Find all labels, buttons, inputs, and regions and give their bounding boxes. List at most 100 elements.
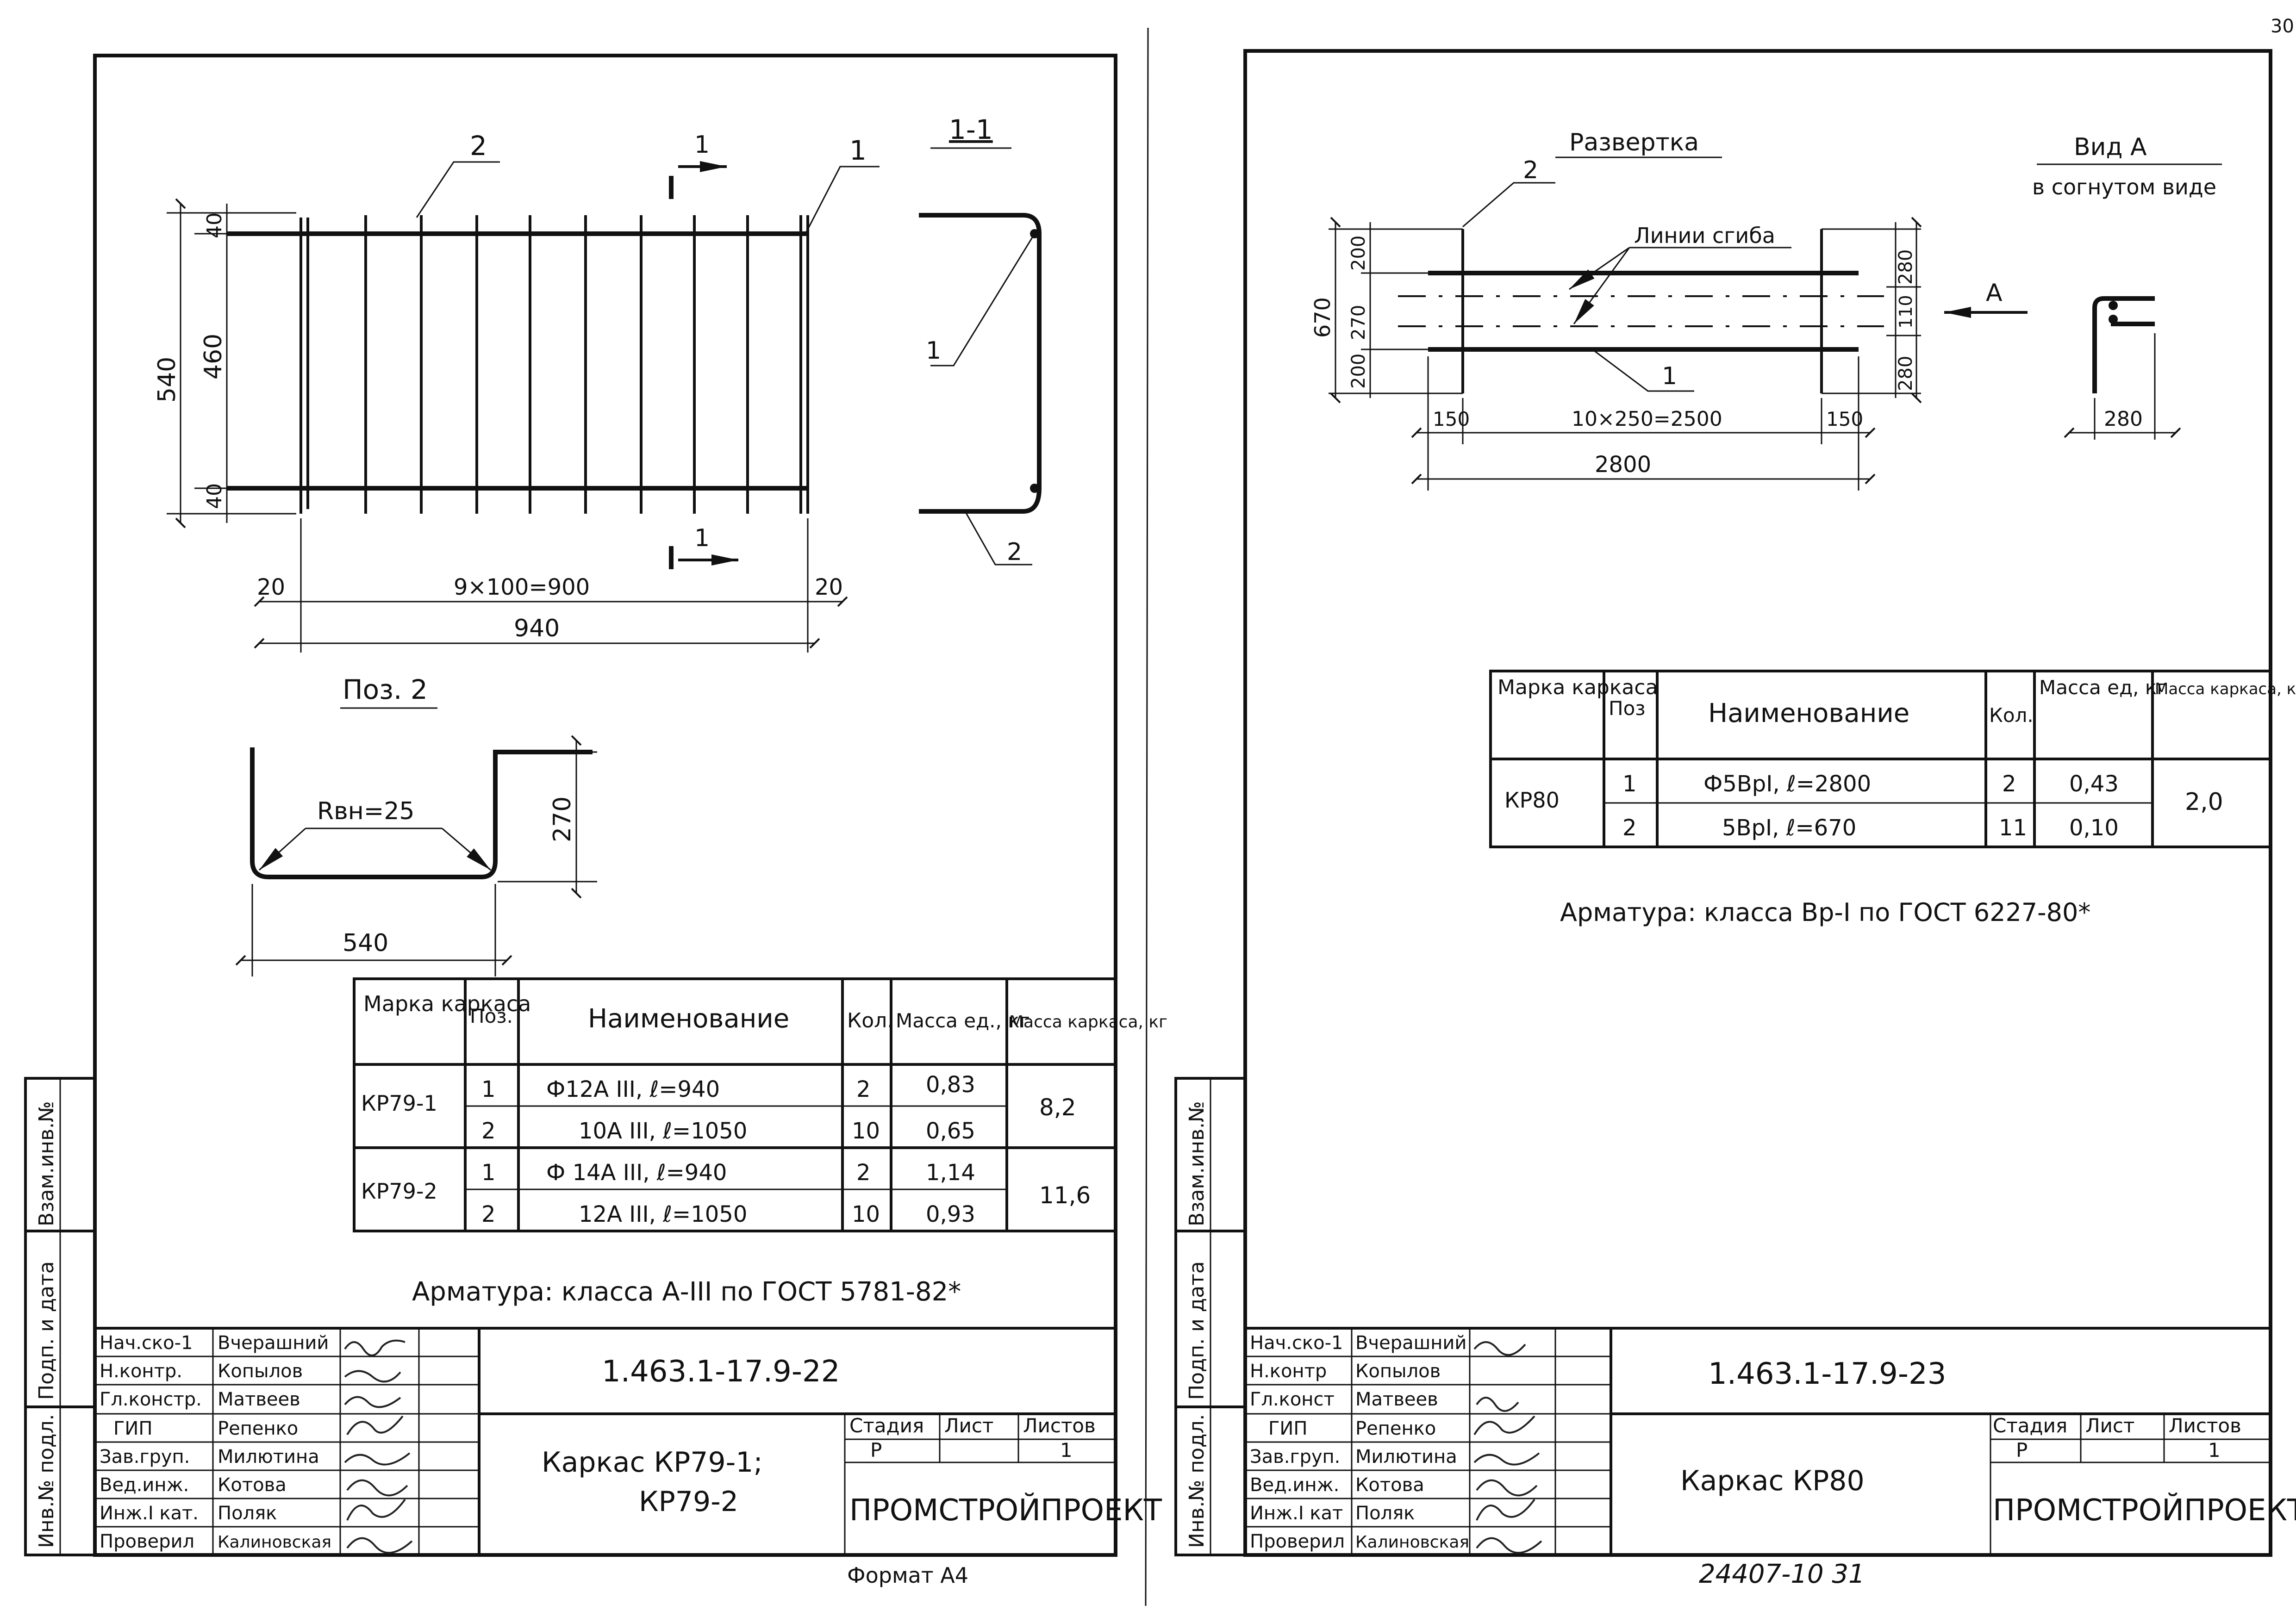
left-row3-pos: 1 bbox=[481, 1160, 496, 1186]
left-row2-name: 10А III, ℓ=1050 bbox=[579, 1118, 747, 1144]
right-side-label-inv: Инв.№ подл. bbox=[1185, 1414, 1209, 1548]
right-reinforcement-note: Арматура: класса Вр-I по ГОСТ 6227-80* bbox=[1560, 898, 2090, 927]
left-row3-unit: 1,14 bbox=[926, 1160, 975, 1186]
right-role-5: Вед.инж. bbox=[1250, 1474, 1339, 1496]
left-row1-pos: 1 bbox=[481, 1076, 496, 1102]
section-mark-bottom: 1 bbox=[694, 524, 710, 552]
right-side-label-swap: Взам.инв.№ bbox=[1185, 1101, 1209, 1226]
section-pos2: 2 bbox=[1007, 538, 1022, 566]
left-role-3: ГИП bbox=[113, 1418, 152, 1439]
right-role-3: ГИП bbox=[1268, 1418, 1307, 1439]
left-row1-mark: КР79-1 bbox=[361, 1091, 437, 1116]
dim-150-right: 150 bbox=[1826, 408, 1863, 430]
left-signatures bbox=[344, 1339, 413, 1554]
left-sheets: 1 bbox=[1060, 1439, 1073, 1461]
right-pos1-label: 1 bbox=[1662, 362, 1677, 390]
section-pos1: 1 bbox=[926, 337, 941, 365]
left-row3-total: 11,6 bbox=[1039, 1182, 1091, 1209]
dim-270-mid: 270 bbox=[1348, 305, 1369, 340]
right-name-4: Милютина bbox=[1355, 1446, 1457, 1468]
left-row4-pos: 2 bbox=[481, 1201, 496, 1227]
unfold-title: Развертка bbox=[1569, 129, 1699, 156]
dim-40-bottom: 40 bbox=[203, 483, 226, 509]
pos2-title: Поз. 2 bbox=[343, 674, 428, 705]
right-row1-mark: КР80 bbox=[1504, 788, 1560, 813]
left-row1-unit: 0,83 bbox=[926, 1072, 975, 1098]
unfold-view: Развертка Линии сгиба 2 1 А bbox=[1310, 129, 2028, 491]
left-row1-total: 8,2 bbox=[1039, 1094, 1076, 1121]
right-signatures bbox=[1473, 1341, 1542, 1554]
left-horizontal-dims: 20 9×100=900 20 940 bbox=[254, 518, 848, 653]
left-title-block: Нач.ско-1 Н.контр. Гл.констр. ГИП Зав.гр… bbox=[95, 1327, 1162, 1555]
right-row2-qty: 11 bbox=[1999, 815, 2027, 841]
dim-280-view: 280 bbox=[2104, 407, 2143, 431]
dim-540: 540 bbox=[153, 357, 181, 403]
left-row3-name: Ф 14А III, ℓ=940 bbox=[546, 1160, 727, 1186]
dim-40-top: 40 bbox=[203, 212, 226, 238]
right-role-2: Гл.конст bbox=[1250, 1389, 1335, 1410]
left-stage-hdr: Стадия bbox=[849, 1414, 924, 1437]
left-th-pos: Поз. bbox=[470, 1005, 513, 1027]
right-row1-qty: 2 bbox=[2002, 771, 2016, 797]
left-role-1: Н.контр. bbox=[100, 1361, 182, 1382]
left-vertical-dims: 40 460 540 40 bbox=[153, 198, 296, 529]
right-name-6: Поляк bbox=[1355, 1503, 1415, 1524]
dim-150-left: 150 bbox=[1433, 408, 1470, 430]
dim-200-bottom: 200 bbox=[1348, 354, 1369, 389]
pos2-detail: Поз. 2 270 Rвн=25 540 bbox=[235, 674, 597, 976]
right-th-mark: Марка каркаса bbox=[1497, 676, 1658, 699]
right-name-0: Вчерашний bbox=[1355, 1332, 1466, 1354]
left-role-5: Вед.инж. bbox=[100, 1474, 189, 1496]
left-th-mark: Марка каркаса bbox=[363, 991, 531, 1016]
format-label: Формат А4 bbox=[847, 1563, 968, 1588]
left-name-4: Милютина bbox=[218, 1446, 319, 1468]
right-row1-pos: 1 bbox=[1622, 771, 1637, 797]
left-title-line1: Каркас КР79-1; bbox=[542, 1446, 763, 1479]
bend-lines-label: Линии сгиба bbox=[1634, 223, 1775, 248]
left-name-1: Копылов bbox=[218, 1361, 303, 1382]
right-th-pos: Поз bbox=[1609, 697, 1646, 720]
left-name-0: Вчерашний bbox=[218, 1332, 329, 1354]
left-row4-qty: 10 bbox=[852, 1201, 880, 1227]
left-name-3: Репенко bbox=[218, 1418, 298, 1439]
right-th-total: Масса каркаса, кг bbox=[2155, 680, 2296, 698]
corner-page-number: 30 bbox=[2271, 16, 2294, 37]
dim-460: 460 bbox=[200, 334, 227, 379]
right-sheets: 1 bbox=[2208, 1439, 2221, 1461]
left-sheets-hdr: Листов bbox=[1023, 1414, 1096, 1437]
right-th-unit: Масса ед, кг bbox=[2039, 676, 2167, 699]
dim-2500: 10×250=2500 bbox=[1572, 407, 1722, 431]
left-side-label-sign: Подп. и дата bbox=[35, 1261, 58, 1400]
dim-540-pos2: 540 bbox=[343, 929, 388, 957]
left-row1-name: Ф12А III, ℓ=940 bbox=[546, 1076, 720, 1102]
left-row2-pos: 2 bbox=[481, 1118, 496, 1144]
right-name-2: Матвеев bbox=[1355, 1389, 1438, 1410]
left-org: ПРОМСТРОЙПРОЕКТ bbox=[849, 1492, 1162, 1528]
right-name-1: Копылов bbox=[1355, 1361, 1441, 1382]
left-side-label-inv: Инв.№ подл. bbox=[35, 1414, 58, 1548]
right-stage: Р bbox=[2016, 1439, 2028, 1461]
view-title: Вид А bbox=[2074, 133, 2147, 161]
left-name-6: Поляк bbox=[218, 1503, 277, 1524]
left-th-unit: Масса ед., кг bbox=[896, 1009, 1030, 1032]
right-pos2-label: 2 bbox=[1523, 156, 1538, 184]
left-title-line2: КР79-2 bbox=[639, 1486, 738, 1518]
view-arrow-label: А bbox=[1986, 279, 2003, 307]
right-sheet: Взам.инв.№ Подп. и дата Инв.№ подл. Разв… bbox=[1174, 49, 2296, 1589]
right-row2-name: 5ВрI, ℓ=670 bbox=[1722, 815, 1856, 841]
left-stage: Р bbox=[870, 1439, 882, 1461]
section-mark-top: 1 bbox=[694, 131, 710, 159]
left-doc-code: 1.463.1-17.9-22 bbox=[602, 1355, 840, 1389]
right-row1-name: Ф5ВрI, ℓ=2800 bbox=[1703, 771, 1871, 797]
left-row2-unit: 0,65 bbox=[926, 1118, 975, 1144]
dim-110: 110 bbox=[1896, 295, 1916, 329]
dim-940: 940 bbox=[514, 615, 560, 642]
left-th-qty: Кол. bbox=[847, 1009, 893, 1032]
left-th-total: Масса каркаса, кг bbox=[1009, 1013, 1167, 1032]
left-frame bbox=[93, 54, 1117, 1557]
left-role-7: Проверил bbox=[100, 1531, 194, 1552]
view-a: Вид А в согнутом виде 280 bbox=[2032, 133, 2222, 440]
left-pos2-label: 2 bbox=[470, 130, 487, 162]
right-name-3: Репенко bbox=[1355, 1418, 1436, 1439]
